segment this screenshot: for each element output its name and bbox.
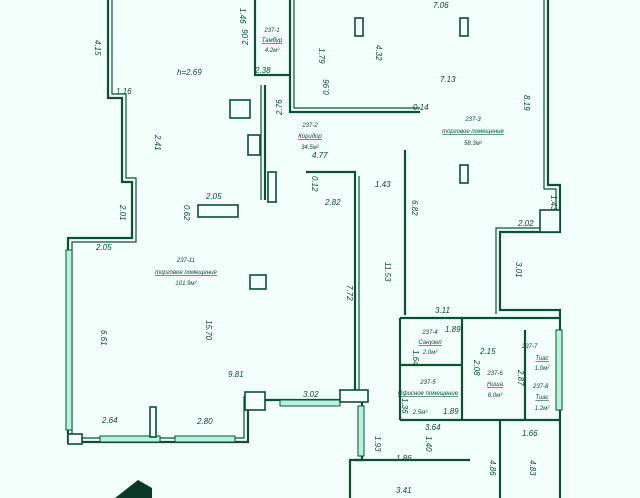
dim: 2.64 [101, 416, 118, 425]
dim: 2.08 [472, 359, 481, 376]
svg-text:237-11: 237-11 [176, 258, 195, 264]
room-237-11: 237-11 торговое помещение 101.9м² [155, 258, 217, 287]
dim: 4.83 [528, 460, 537, 476]
exterior-walls [66, 0, 562, 498]
columns [67, 17, 561, 445]
svg-text:2.5м²: 2.5м² [412, 410, 428, 416]
dim: 6.82 [410, 200, 419, 216]
dimensions: 1.46 7.06 4.15 2.06 2.38 1.79 4.32 7.13 … [93, 1, 558, 495]
ceiling-height: h=2.69 [177, 68, 202, 77]
dim: 3.11 [435, 306, 450, 315]
svg-text:4.2м²: 4.2м² [265, 48, 280, 54]
dim: 4.32 [374, 45, 383, 61]
svg-text:237-2: 237-2 [301, 123, 318, 129]
svg-text:237-1: 237-1 [263, 28, 279, 34]
room-237-5: 237-5 Офисное помещение 2.5м² [398, 380, 459, 416]
dim: 8.19 [522, 95, 531, 111]
dim: 3.01 [514, 262, 523, 278]
dim: 2.02 [517, 219, 534, 228]
dim: 11.53 [383, 262, 392, 282]
dim: 3.02 [303, 390, 319, 399]
dim: 3.41 [396, 486, 412, 495]
dim: 1.40 [424, 436, 433, 452]
room-237-3: 237-3 торговое помещение 58.3м² [442, 117, 504, 147]
dim: 1.64 [411, 350, 420, 366]
svg-text:101.9м²: 101.9м² [175, 281, 197, 287]
dim: 1.16 [116, 87, 132, 96]
dim: 0.14 [413, 103, 429, 112]
svg-text:237-7: 237-7 [521, 344, 538, 350]
dim: 0.96 [322, 79, 331, 95]
dim: 7.06 [433, 1, 449, 10]
dim: 1.36 [400, 398, 409, 414]
dim: 2.38 [254, 66, 271, 75]
dim: 2.06 [241, 29, 250, 46]
logo-mark [115, 480, 152, 498]
svg-text:237-8: 237-8 [532, 384, 549, 390]
room-237-2: 237-2 Коридор 34.5м² [298, 123, 322, 151]
dim: 2.41 [153, 134, 162, 151]
dim: 9.81 [228, 370, 244, 379]
dim: 2.82 [324, 198, 341, 207]
svg-text:торговое помещение: торговое помещение [155, 270, 217, 276]
dim: 7.13 [440, 75, 456, 84]
dim: 2.01 [118, 204, 127, 221]
svg-text:58.3м²: 58.3м² [464, 141, 483, 147]
svg-text:237-4: 237-4 [421, 330, 438, 336]
dim: 4.86 [488, 460, 497, 476]
dim: 6.61 [99, 330, 108, 346]
dim: 1.89 [445, 325, 461, 334]
dim: 1.93 [373, 436, 382, 452]
room-237-1: 237-1 Тамбур 4.2м² [262, 28, 283, 54]
svg-text:Тиас: Тиас [535, 395, 548, 401]
room-237-6: 237-6 Ниша 6.0м² [486, 371, 503, 399]
dim: 2.80 [196, 417, 213, 426]
dim: 4.77 [312, 151, 328, 160]
svg-text:237-6: 237-6 [486, 371, 503, 377]
svg-text:34.5м²: 34.5м² [301, 145, 320, 151]
svg-text:Тиас: Тиас [535, 356, 548, 362]
dim: 1.89 [443, 407, 459, 416]
dim: 1.43 [549, 195, 558, 211]
dim: 2.87 [516, 369, 525, 386]
dim: 0.12 [310, 176, 319, 192]
dim: 1.66 [522, 429, 538, 438]
svg-text:Санузел: Санузел [418, 340, 442, 346]
dim: 2.05 [95, 243, 112, 252]
dim: 3.64 [425, 423, 441, 432]
dim: 2.15 [479, 347, 496, 356]
dim: 2.76 [275, 99, 284, 116]
dim: 4.15 [93, 40, 102, 56]
dim: 7.72 [345, 285, 354, 301]
svg-text:Тамбур: Тамбур [262, 38, 283, 44]
svg-text:Офисное помещение: Офисное помещение [398, 391, 459, 397]
svg-text:1.2м²: 1.2м² [535, 406, 550, 412]
windows [65, 249, 563, 457]
dim: 1.43 [375, 180, 391, 189]
room-237-4: 237-4 Санузел 2.0м² [418, 330, 442, 356]
svg-text:Коридор: Коридор [298, 134, 322, 140]
svg-text:торговое помещение: торговое помещение [442, 129, 504, 135]
svg-text:6.0м²: 6.0м² [488, 393, 503, 399]
dim: 15.70 [204, 320, 213, 341]
dim: 1.86 [396, 454, 412, 463]
dim: 1.46 [238, 8, 247, 24]
svg-text:2.0м²: 2.0м² [422, 350, 438, 356]
dim: 2.05 [205, 192, 222, 201]
dim: 0.62 [182, 205, 191, 221]
svg-text:237-5: 237-5 [419, 380, 436, 386]
room-237-7: Тиас 1.0м² 237-7 [521, 344, 550, 372]
svg-text:1.0м²: 1.0м² [535, 366, 550, 372]
svg-text:237-3: 237-3 [464, 117, 481, 123]
interior-walls [253, 0, 560, 498]
svg-text:Ниша: Ниша [487, 382, 504, 388]
room-237-8: 237-8 Тиас 1.2м² [532, 384, 550, 412]
dim: 1.79 [317, 48, 326, 64]
